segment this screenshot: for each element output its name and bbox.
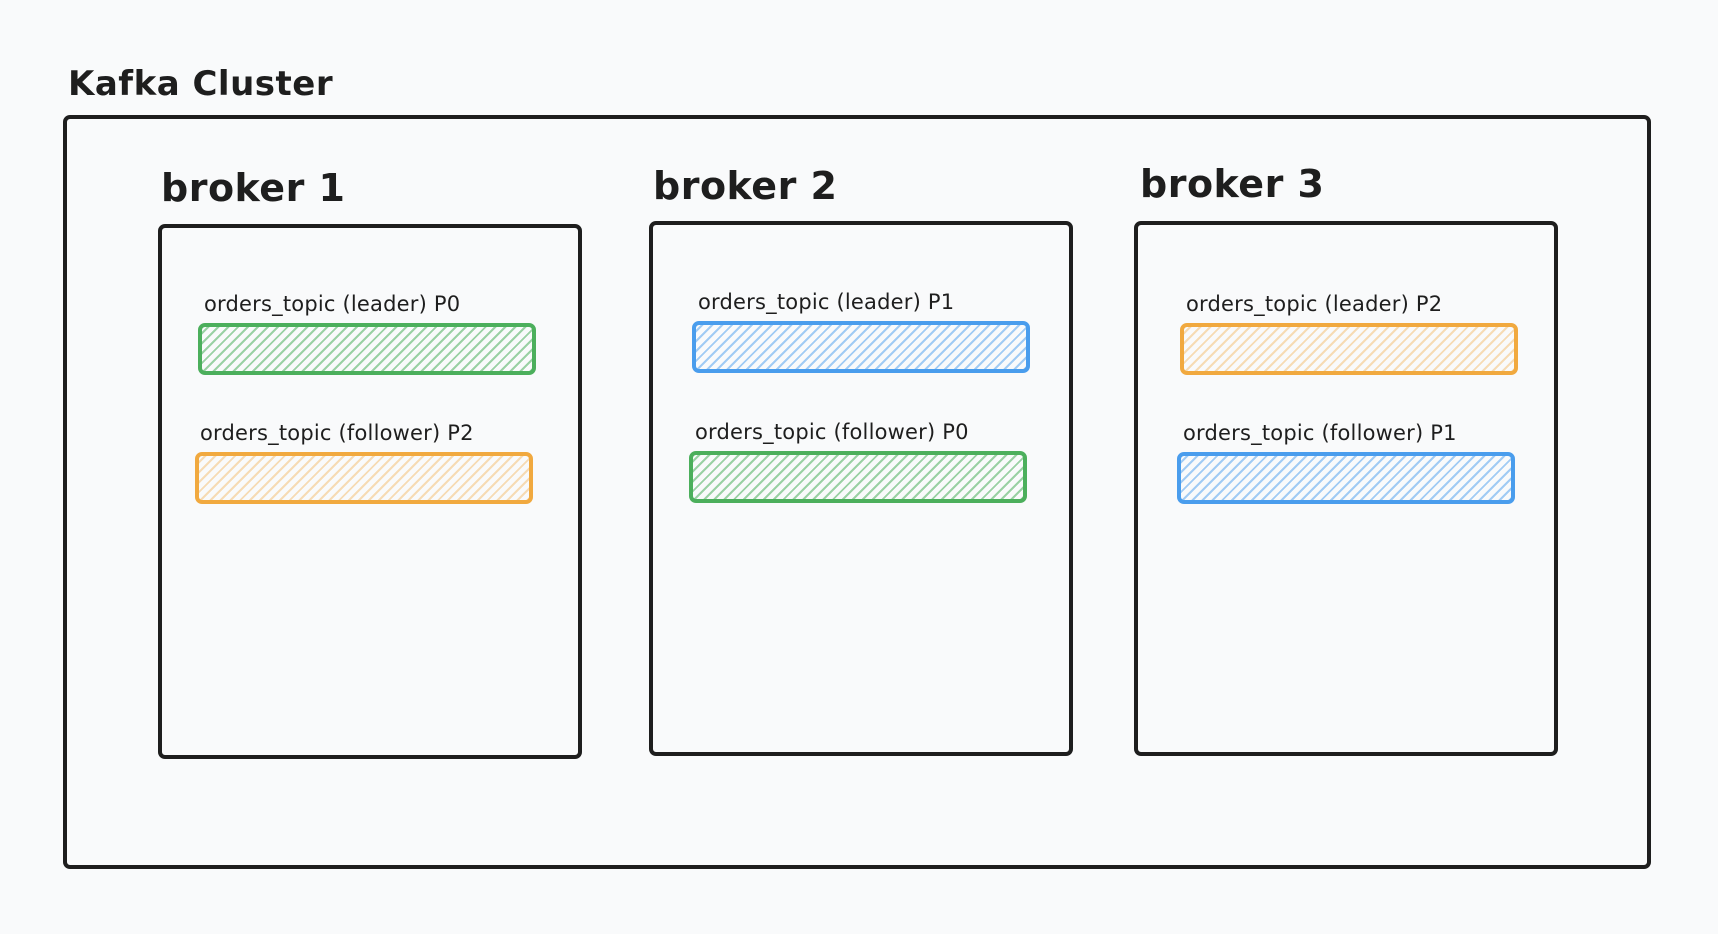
broker-1-title: broker 1 — [161, 166, 346, 210]
cluster-title: Kafka Cluster — [68, 64, 334, 104]
kafka-cluster-box — [63, 115, 1651, 869]
broker-2-box — [649, 221, 1073, 756]
broker-3-partition-2-label: orders_topic (follower) P1 — [1183, 421, 1457, 445]
broker-2-partition-2-label: orders_topic (follower) P0 — [695, 420, 969, 444]
broker-3-title: broker 3 — [1140, 162, 1325, 206]
broker-3-box — [1134, 221, 1558, 756]
broker-1-partition-1-bar — [198, 323, 536, 375]
broker-2-partition-2-bar — [689, 451, 1027, 503]
broker-2-partition-1-bar — [692, 321, 1030, 373]
broker-2-partition-1-label: orders_topic (leader) P1 — [698, 290, 955, 314]
broker-3-partition-1-label: orders_topic (leader) P2 — [1186, 292, 1443, 316]
broker-1-partition-2-bar — [195, 452, 533, 504]
broker-3-partition-1-bar — [1180, 323, 1518, 375]
broker-1-partition-2-label: orders_topic (follower) P2 — [200, 421, 474, 445]
broker-1-partition-1-label: orders_topic (leader) P0 — [204, 292, 461, 316]
broker-2-title: broker 2 — [653, 164, 838, 208]
broker-3-partition-2-bar — [1177, 452, 1515, 504]
broker-1-box — [158, 224, 582, 759]
